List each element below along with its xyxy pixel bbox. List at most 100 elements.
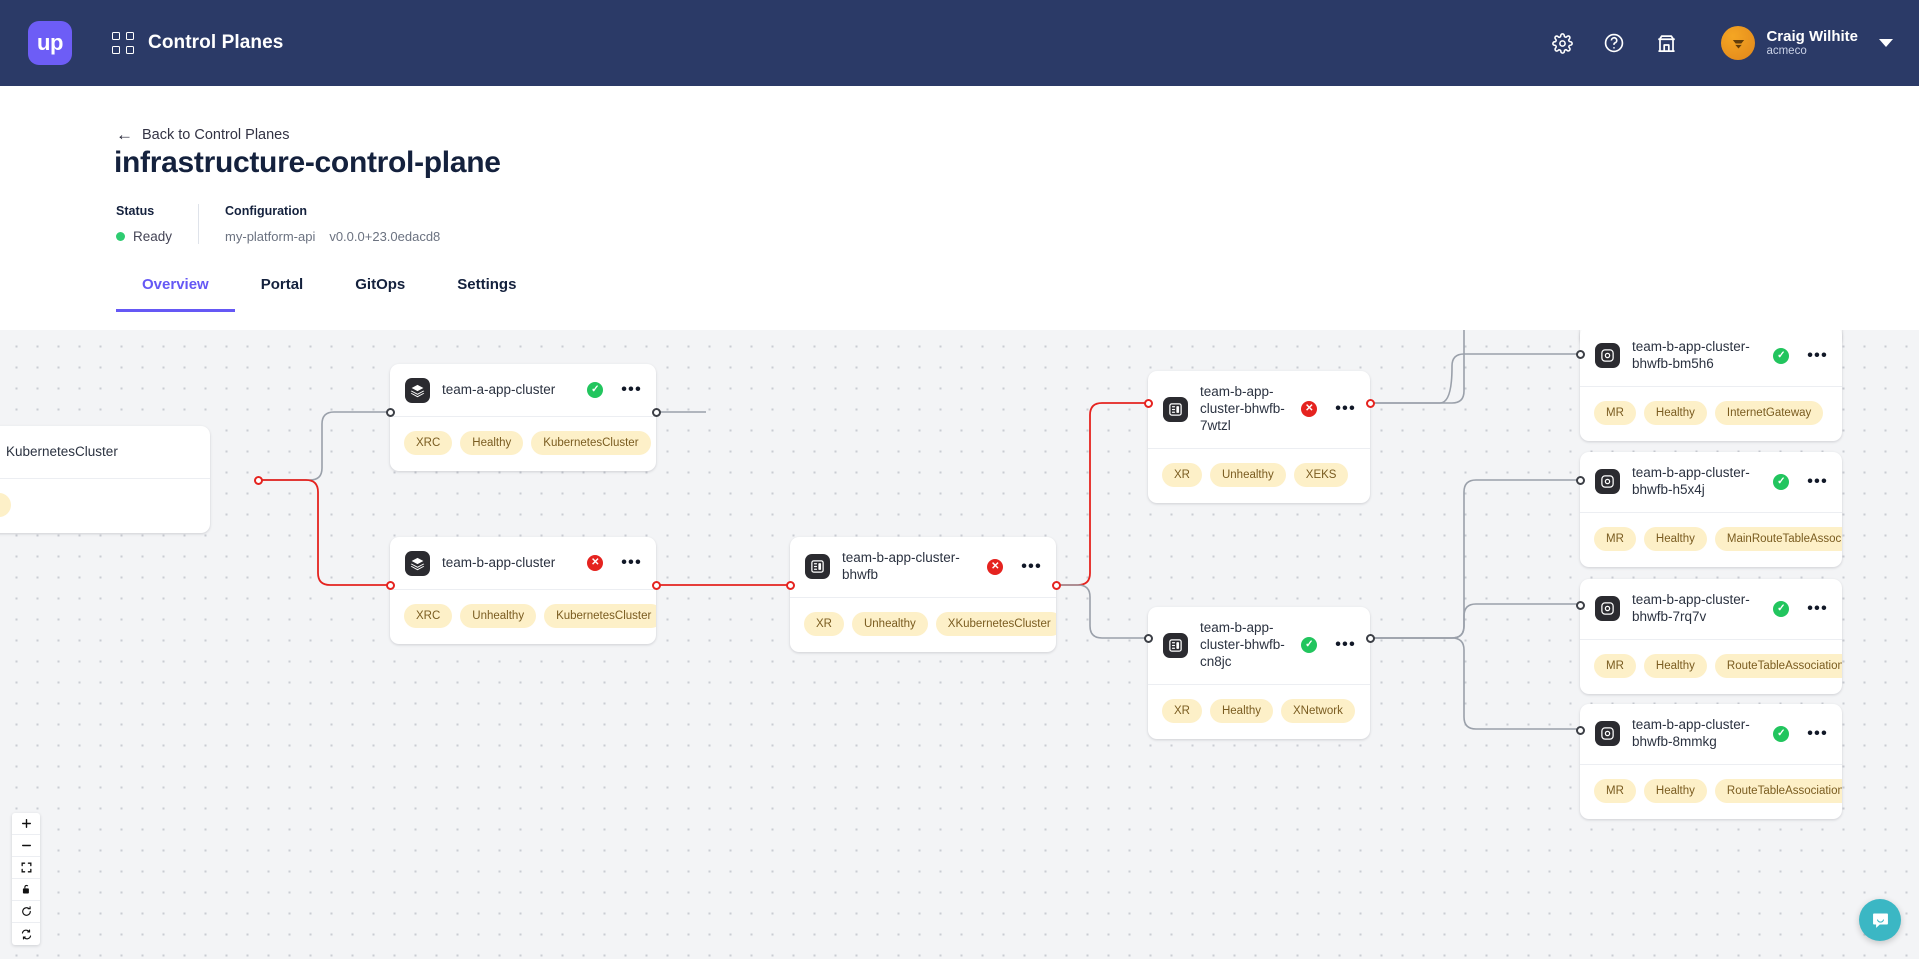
node-divider — [0, 478, 210, 479]
node-tag: KubernetesCluster — [531, 431, 651, 456]
back-to-control-planes-link[interactable]: ← Back to Control Planes — [116, 126, 290, 143]
node-port[interactable] — [652, 581, 661, 590]
upbound-logo[interactable]: up — [28, 21, 72, 65]
node-header[interactable]: team-b-app-cluster-bhwfb ✕ ••• — [790, 537, 1056, 597]
node-title: team-b-app-cluster-bhwfb-7rq7v — [1632, 592, 1750, 624]
node-tag: Healthy — [1209, 698, 1273, 723]
node-tags: MR Healthy MainRouteTableAssociation — [1580, 513, 1842, 567]
marketplace-icon[interactable] — [1651, 28, 1681, 58]
graph-node: team-b-app-cluster-bhwfb-h5x4j ✓ ••• MR … — [1580, 452, 1842, 568]
status-badge: Ready — [116, 229, 172, 244]
node-tag: XR — [1162, 698, 1202, 723]
help-icon[interactable] — [1599, 28, 1629, 58]
node-tag: Healthy — [1643, 653, 1707, 679]
node-divider — [390, 589, 656, 590]
node-header[interactable]: team-b-app-cluster-bhwfb-8mmkg ✓ ••• — [1580, 704, 1842, 764]
node-divider — [1148, 447, 1370, 449]
status-value: Ready — [133, 229, 173, 244]
node-header[interactable]: KubernetesCluster — [0, 426, 210, 478]
back-link-label: Back to Control Planes — [142, 126, 290, 143]
node-port[interactable] — [386, 408, 395, 417]
node-header[interactable]: team-b-app-cluster-bhwfb-bm5h6 ✓ ••• — [1580, 330, 1842, 386]
node-title: team-b-app-cluster-bhwfb-cn8jc — [1200, 620, 1285, 669]
status-healthy-icon: ✓ — [1773, 347, 1790, 364]
node-port[interactable] — [1366, 634, 1375, 643]
node-tag: Unhealthy — [851, 611, 928, 637]
chevron-down-icon[interactable] — [1879, 39, 1893, 47]
graph-node: team-b-app-cluster-bhwfb-8mmkg ✓ ••• MR … — [1580, 704, 1842, 820]
fit-view-button[interactable] — [12, 857, 40, 879]
chat-widget-button[interactable] — [1859, 899, 1901, 941]
node-tag: Healthy — [1643, 778, 1707, 804]
node-menu-button[interactable]: ••• — [1807, 724, 1828, 742]
node-port[interactable] — [1144, 399, 1153, 408]
node-tag: MR — [1594, 778, 1636, 804]
node-tag: InternetGateway — [1714, 400, 1824, 426]
graph-node: team-b-app-cluster-bhwfb-bm5h6 ✓ ••• MR … — [1580, 330, 1842, 442]
lock-button[interactable] — [12, 879, 40, 901]
node-header[interactable]: team-b-app-cluster-bhwfb-cn8jc ✓ ••• — [1148, 607, 1370, 684]
node-port[interactable] — [1052, 581, 1061, 590]
zoom-in-button[interactable] — [12, 813, 40, 835]
node-header[interactable]: team-b-app-cluster-bhwfb-7wtzl ✕ ••• — [1148, 371, 1370, 448]
node-menu-button[interactable]: ••• — [1335, 400, 1356, 418]
node-header[interactable]: team-b-app-cluster-bhwfb-7rq7v ✓ ••• — [1580, 579, 1842, 639]
node-port[interactable] — [1576, 350, 1585, 359]
node-port[interactable] — [1576, 476, 1585, 485]
node-menu-button[interactable]: ••• — [1335, 636, 1356, 654]
node-port[interactable] — [254, 476, 263, 485]
node-port[interactable] — [1366, 399, 1375, 408]
node-tags: XRC Unhealthy KubernetesCluster — [390, 590, 656, 644]
node-divider — [1580, 763, 1842, 765]
managed-resource-icon — [1595, 343, 1620, 369]
node-menu-button[interactable]: ••• — [1021, 557, 1042, 575]
node-menu-button[interactable]: ••• — [1807, 599, 1828, 617]
node-port[interactable] — [1576, 601, 1585, 610]
tab-overview[interactable]: Overview — [116, 268, 235, 312]
node-title: team-b-app-cluster-bhwfb-7wtzl — [1200, 384, 1285, 433]
node-tag: API — [0, 493, 11, 518]
user-org: acmeco — [1766, 45, 1807, 58]
avatar — [1721, 26, 1756, 60]
tab-portal[interactable]: Portal — [260, 276, 304, 293]
node-port[interactable] — [786, 581, 795, 590]
node-tag: KubernetesCluster — [544, 604, 656, 629]
node-tag: MR — [1594, 653, 1636, 679]
node-tag: XKubernetesCluster — [935, 611, 1056, 637]
node-tag: Healthy — [1643, 526, 1707, 552]
node-tags: XR Healthy XNetwork — [1148, 685, 1370, 739]
node-tag: Healthy — [1643, 400, 1707, 426]
node-title: team-b-app-cluster — [442, 554, 556, 570]
node-tag: XR — [804, 611, 844, 637]
status-healthy-icon: ✓ — [587, 382, 604, 398]
node-port[interactable] — [386, 581, 395, 590]
graph-node: KubernetesCluster API — [0, 426, 210, 534]
tab-settings[interactable]: Settings — [457, 276, 517, 293]
node-menu-button[interactable]: ••• — [621, 554, 642, 571]
managed-resource-icon — [1595, 596, 1620, 622]
node-menu-button[interactable]: ••• — [1807, 346, 1828, 364]
reset-button[interactable] — [12, 901, 40, 923]
node-header[interactable]: team-a-app-cluster ✓ ••• — [390, 364, 656, 416]
node-menu-button[interactable]: ••• — [1807, 472, 1828, 490]
node-port[interactable] — [1144, 634, 1153, 643]
gear-icon[interactable] — [1547, 28, 1577, 58]
managed-resource-icon — [1595, 469, 1620, 495]
node-menu-button[interactable]: ••• — [621, 381, 642, 398]
node-tags: API — [0, 479, 210, 533]
node-port[interactable] — [1576, 726, 1585, 735]
node-tags: MR Healthy RouteTableAssociation — [1580, 765, 1842, 819]
node-title: team-a-app-cluster — [442, 381, 556, 397]
node-tag: XR — [1162, 462, 1202, 487]
node-port[interactable] — [652, 408, 661, 417]
node-divider — [1148, 683, 1370, 685]
status-healthy-icon: ✓ — [1773, 600, 1790, 617]
user-menu[interactable]: Craig Wilhite acmeco — [1721, 26, 1893, 60]
configuration-version: v0.0.0+23.0edacd8 — [329, 229, 441, 244]
tab-gitops[interactable]: GitOps — [355, 276, 406, 293]
node-header[interactable]: team-b-app-cluster ✕ ••• — [390, 537, 656, 589]
resource-graph-canvas[interactable]: KubernetesCluster API team-a-app-cluster… — [0, 330, 1919, 959]
zoom-out-button[interactable] — [12, 835, 40, 857]
auto-refresh-button[interactable] — [12, 923, 40, 945]
node-header[interactable]: team-b-app-cluster-bhwfb-h5x4j ✓ ••• — [1580, 452, 1842, 512]
